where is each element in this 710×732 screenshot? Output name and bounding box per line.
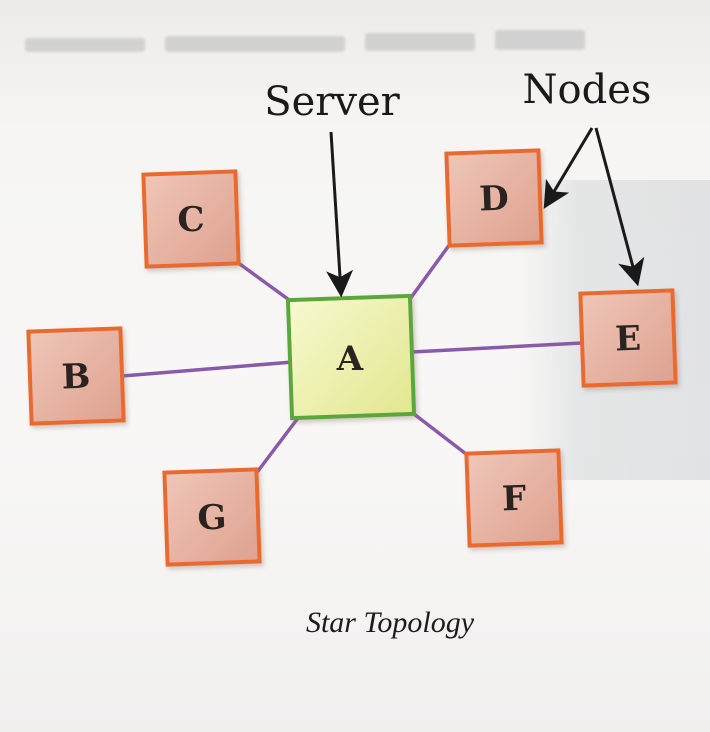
node-d: D xyxy=(444,148,544,248)
node-b-box xyxy=(26,326,126,426)
node-e: E xyxy=(578,288,678,388)
nodes-label: Nodes xyxy=(523,67,652,113)
node-b: B xyxy=(26,326,126,426)
node-d-label: D xyxy=(479,178,510,219)
node-b-label: B xyxy=(61,357,91,398)
server-label: Server xyxy=(264,79,400,125)
link-e xyxy=(410,341,584,354)
nodes-arrow-to-d xyxy=(543,127,594,209)
node-c: C xyxy=(141,169,241,269)
client-nodes-group: B C D E F G xyxy=(26,148,678,567)
link-d xyxy=(408,242,452,301)
node-g: G xyxy=(162,467,262,567)
node-g-label: G xyxy=(197,498,227,539)
node-f-box xyxy=(464,448,564,548)
server-node-label: A xyxy=(336,339,364,379)
node-e-label: E xyxy=(614,319,641,360)
server-arrow xyxy=(326,131,354,298)
node-c-label: C xyxy=(177,200,205,241)
node-d-box xyxy=(444,148,544,248)
link-g xyxy=(256,416,300,473)
server-node-box xyxy=(285,293,417,421)
annotations-group: Server Nodes xyxy=(264,67,652,298)
node-e-box xyxy=(578,288,678,388)
node-f: F xyxy=(464,448,564,548)
link-b xyxy=(120,360,295,378)
node-f-label: F xyxy=(501,479,527,520)
node-g-box xyxy=(162,467,262,567)
node-c-box xyxy=(141,169,241,269)
diagram-caption: Star Topology xyxy=(306,606,475,639)
nodes-arrow-to-e xyxy=(594,127,645,287)
link-c xyxy=(235,260,294,304)
link-f xyxy=(412,412,472,459)
links-group xyxy=(120,242,584,473)
server-node: A xyxy=(285,293,417,421)
